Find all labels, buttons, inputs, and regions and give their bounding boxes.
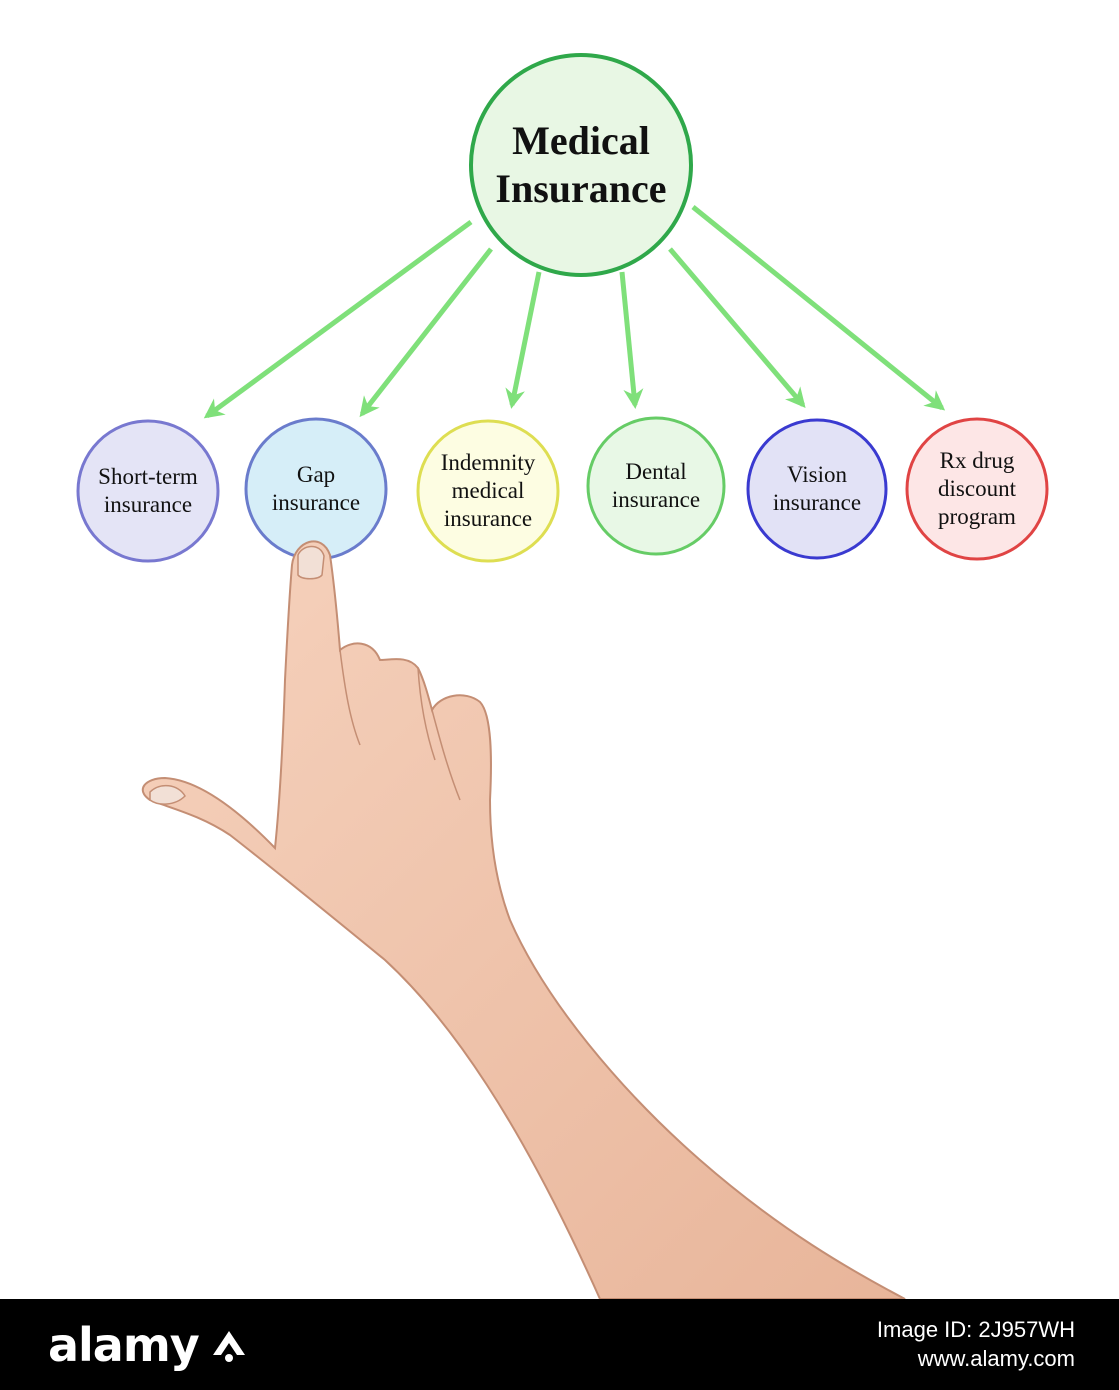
- brand-logo: alamy: [48, 1318, 249, 1372]
- diagram-canvas: [76, 53, 1049, 1299]
- child-node-circle-5: [746, 418, 888, 560]
- child-node-label-4: Dental insurance: [611, 458, 701, 512]
- brand-logo-text: alamy: [48, 1317, 200, 1372]
- child-node-label-5: Vision insurance: [772, 461, 862, 515]
- child-node-circle-3: [416, 419, 560, 563]
- brand-mark-icon: [212, 1330, 245, 1362]
- diagram-nodes: [76, 53, 1049, 563]
- arrow-to-child-3: [505, 271, 542, 409]
- arrow-to-child-5: [668, 247, 806, 409]
- arrow-to-child-2: [359, 247, 493, 418]
- arrow-to-child-6: [691, 205, 946, 411]
- child-node-circle-1: [76, 419, 220, 563]
- child-node-circle-6: [905, 417, 1049, 561]
- child-node-label-6: Rx drug discount program: [938, 447, 1016, 530]
- arrow-to-child-4: [619, 271, 644, 409]
- image-id-text: Image ID: 2J957WH: [876, 1316, 1075, 1342]
- watermark-bar: alamy Image ID: 2J957WH www.alamy.com: [0, 1299, 1119, 1390]
- root-node-circle: [469, 53, 693, 277]
- child-node-label-1: Short-term insurance: [98, 463, 198, 517]
- connector-arrows: [203, 205, 946, 419]
- pointing-hand-illustration: [141, 540, 906, 1299]
- image-id-block: Image ID: 2J957WH www.alamy.com: [877, 1316, 1075, 1373]
- arrow-to-child-1: [203, 219, 473, 419]
- child-node-label-2: Gap insurance: [271, 461, 361, 515]
- child-node-label-3: Indemnity medical insurance: [440, 449, 536, 532]
- site-url-text: www.alamy.com: [917, 1345, 1075, 1371]
- root-node-label: Medical Insurance: [495, 118, 667, 211]
- child-node-circle-4: [586, 416, 726, 556]
